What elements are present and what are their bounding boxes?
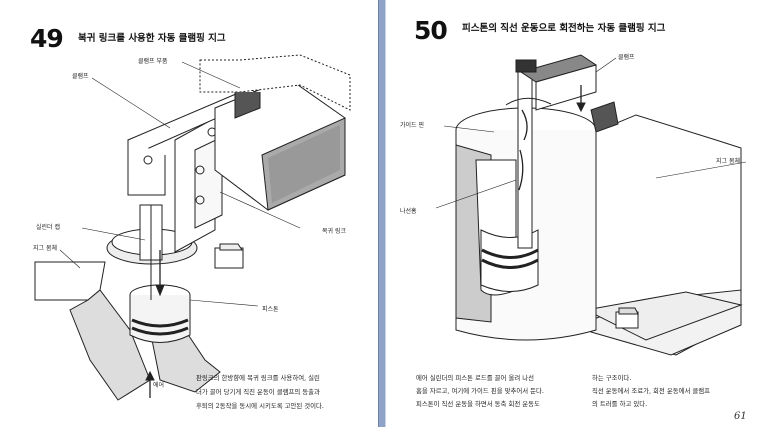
label-clamp-part: 클램프 부품 [138, 58, 168, 65]
label-spiral-groove: 나선홈 [400, 208, 417, 215]
page-number: 61 [734, 411, 747, 422]
right-body-col2-line-1: 하는 구조이다. [592, 374, 632, 382]
left-page-title: 복귀 링크를 사용한 자동 클램핑 지그 [78, 33, 226, 44]
figure-number-49: 49 [30, 24, 64, 53]
left-body-line-3: 후퇴의 2동작을 동시에 시키도록 고안된 것이다. [196, 402, 324, 410]
label-jig-body-right: 지그 몸체 [716, 158, 740, 165]
figure-number-50: 50 [414, 16, 448, 45]
right-page: 50 피스톤의 직선 운동으로 회전하는 자동 클램핑 지그 [386, 0, 769, 427]
right-body-col1-line-3: 피스톤이 직선 운동을 하면서 동축 회전 운동도 [416, 400, 540, 408]
label-clamp: 클램프 [72, 73, 89, 80]
label-clamp-right: 클램프 [618, 54, 635, 61]
left-body-line-2: 더가 끌어 당기게 직진 운동이 클램프의 동출과 [196, 388, 320, 396]
left-body-line-1: 판링크의 한방향에 복귀 링크를 사용하여, 실린 [196, 374, 320, 382]
page-divider [378, 0, 386, 427]
right-technical-drawing [435, 54, 747, 356]
label-jig-body: 지그 몸체 [33, 245, 57, 252]
right-body-col1-line-2: 홈을 자르고, 여기에 가이드 핀을 맞추어서 둔다. [416, 387, 544, 395]
right-page-title: 피스톤의 직선 운동으로 회전하는 자동 클램핑 지그 [462, 23, 666, 34]
label-cylinder-cap: 실린더 캡 [36, 224, 60, 231]
right-body-col2-line-3: 의 트러를 하고 있다. [592, 400, 648, 408]
right-body-col2-line-2: 직선 운동에서 조료가, 회전 운동에서 클램프 [592, 387, 711, 395]
left-page: 49 복귀 링크를 사용한 자동 클램핑 지그 [0, 0, 378, 427]
label-return-link: 복귀 링크 [322, 228, 346, 235]
label-guide-pin: 가이드 핀 [400, 122, 424, 129]
label-air: 에어 [153, 382, 165, 389]
right-body-col1-line-1: 에어 실린더의 피스톤 로드를 끌어 올려 나선 [416, 374, 535, 382]
label-piston: 피스톤 [262, 306, 279, 313]
left-technical-drawing [34, 54, 351, 401]
